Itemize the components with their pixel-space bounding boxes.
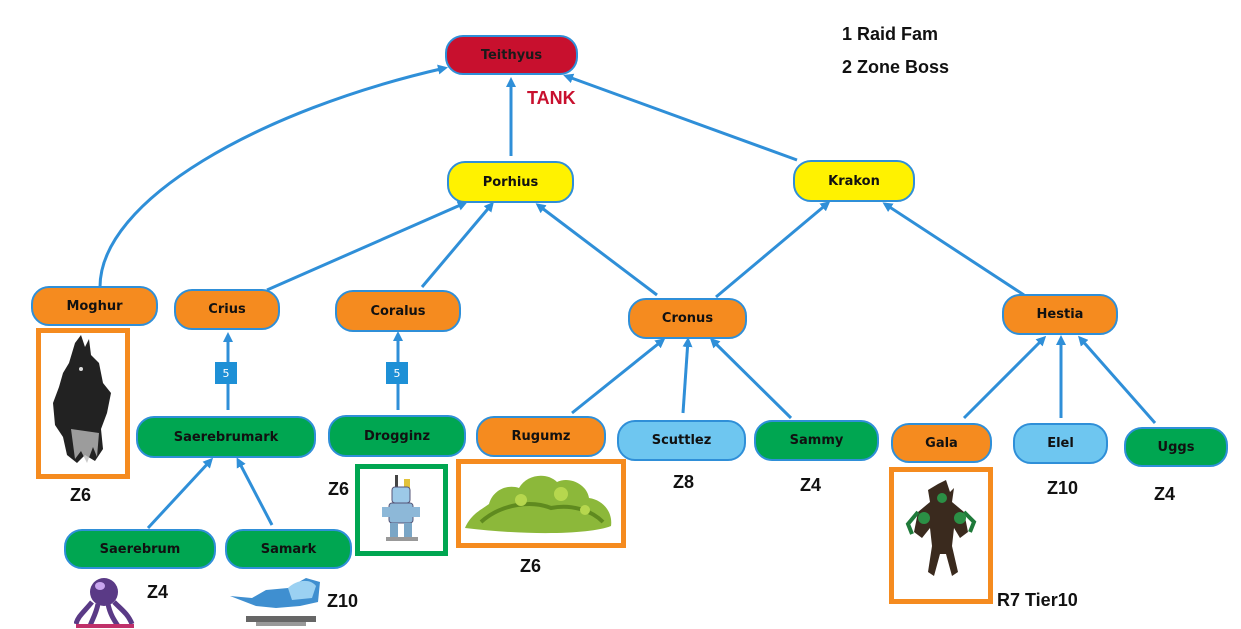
legend-item-2: 2 Zone Boss: [842, 57, 950, 77]
edge-cronus-krakon: [715, 201, 831, 299]
samark-sprite-icon: [230, 578, 320, 626]
node-saerebrum: Saerebrum: [64, 529, 216, 569]
node-hestia: Hestia: [1002, 294, 1118, 335]
edge-sammy-cronus: [709, 337, 793, 420]
zone-label-drogginz: Z6: [328, 479, 350, 499]
node-krakon: Krakon: [793, 160, 915, 202]
node-elel: Elel: [1013, 423, 1108, 464]
zone-label-rugumz: Z6: [520, 556, 542, 576]
badge-coralus-link: 5: [386, 362, 408, 384]
edge-crius-porhius: [266, 201, 468, 292]
node-crius: Crius: [174, 289, 280, 330]
gala-image-frame: [889, 467, 993, 604]
tank-label: TANK: [527, 88, 576, 108]
badge-crius-link: 5: [215, 362, 237, 384]
node-rugumz: Rugumz: [476, 416, 606, 457]
node-scuttlez: Scuttlez: [617, 420, 746, 461]
moghur-image-frame: [36, 328, 130, 479]
edge-coralus-porhius: [420, 201, 494, 288]
drogginz-sprite-icon: [382, 475, 420, 541]
node-teithyus: Teithyus: [445, 35, 578, 75]
node-sammy: Sammy: [754, 420, 879, 461]
node-drogginz: Drogginz: [328, 415, 466, 457]
node-uggs: Uggs: [1124, 427, 1228, 467]
node-moghur: Moghur: [31, 286, 158, 326]
gala-sprite-icon: [905, 480, 977, 576]
node-porhius: Porhius: [447, 161, 574, 203]
zone-label-sammy: Z4: [800, 475, 822, 495]
rugumz-sprite-icon: [465, 475, 612, 534]
zone-label-moghur: Z6: [70, 485, 92, 505]
edge-uggs-hestia: [1078, 335, 1157, 424]
edge-krakon-teithyus: [563, 73, 798, 162]
node-cronus: Cronus: [628, 298, 747, 339]
node-samark: Samark: [225, 529, 352, 569]
edge-cronus-porhius: [535, 203, 658, 297]
edge-samark-saerebrumark: [236, 457, 274, 526]
drogginz-image-frame: [355, 464, 448, 556]
edge-scuttlez-cronus: [681, 337, 693, 414]
zone-label-scuttlez: Z8: [673, 472, 695, 492]
saerebrum-sprite-icon: [74, 578, 135, 628]
legend-item-1: 1 Raid Fam: [842, 24, 939, 44]
moghur-sprite-icon: [53, 335, 111, 463]
edge-gala-hestia: [962, 335, 1047, 420]
node-saerebrumark: Saerebrumark: [136, 416, 316, 458]
zone-label-saerebrum: Z4: [147, 582, 169, 602]
zone-label-gala: R7 Tier10: [997, 590, 1078, 610]
zone-label-elel: Z10: [1047, 478, 1079, 498]
edge-saerebrum-saerebrumark: [146, 457, 214, 530]
edge-moghur-teithyus: [98, 64, 448, 288]
edge-hestia-krakon: [882, 202, 1025, 297]
rugumz-image-frame: [456, 459, 626, 548]
zone-label-samark: Z10: [327, 591, 359, 611]
node-coralus: Coralus: [335, 290, 461, 332]
zone-label-uggs: Z4: [1154, 484, 1176, 504]
edge-rugumz-cronus: [571, 338, 666, 415]
node-gala: Gala: [891, 423, 992, 463]
